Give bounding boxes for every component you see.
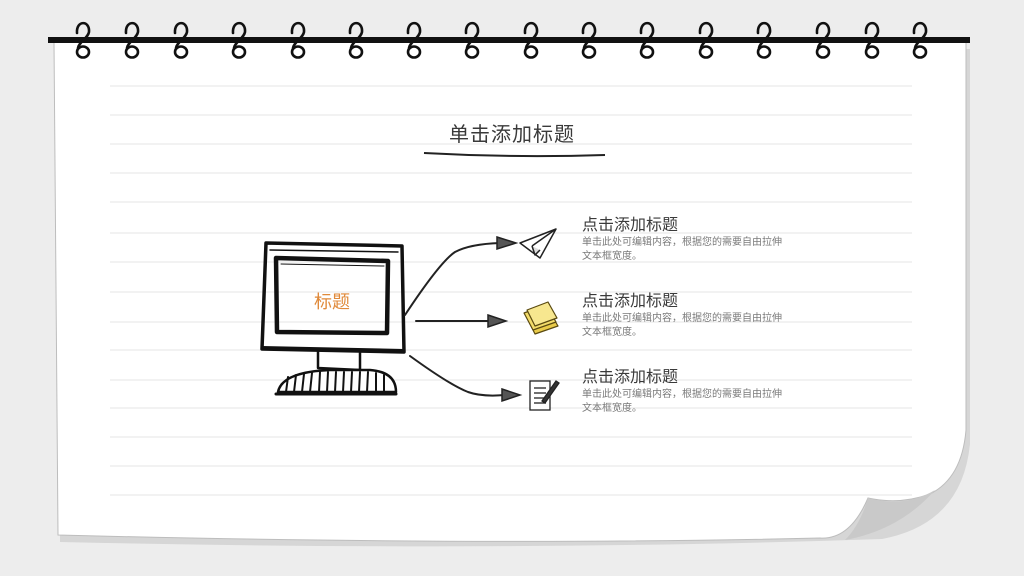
spiral-ring: [290, 21, 306, 50]
item-description[interactable]: 单击此处可编辑内容，根据您的需要自由拉伸文本框宽度。: [582, 313, 782, 338]
spiral-ring: [348, 21, 364, 50]
spiral-ring-hole: [581, 45, 597, 59]
ruled-lines: [110, 85, 912, 496]
list-item: 点击添加标题 单击此处可编辑内容，根据您的需要自由拉伸文本框宽度。: [582, 367, 782, 416]
spiral-ring-hole: [173, 45, 189, 59]
spiral-ring: [231, 21, 247, 50]
spiral-ring: [75, 21, 91, 50]
arrow-head-1: [496, 235, 519, 251]
connector-arrows: [404, 242, 506, 397]
spiral-ring: [912, 21, 928, 50]
spiral-ring-hole: [290, 45, 306, 59]
spiral-ring-hole: [523, 45, 539, 59]
title-underline: [423, 152, 606, 158]
spiral-rings: [75, 21, 928, 59]
item-description[interactable]: 单击此处可编辑内容，根据您的需要自由拉伸文本框宽度。: [582, 389, 782, 414]
spiral-ring: [523, 21, 539, 50]
spiral-ring: [124, 21, 140, 50]
spiral-ring-hole: [698, 45, 714, 59]
spiral-ring-hole: [756, 45, 772, 59]
spiral-ring-hole: [124, 45, 140, 59]
spiral-ring: [406, 21, 422, 50]
arrow-head-2: [487, 313, 509, 329]
spiral-ring-hole: [864, 45, 880, 59]
spiral-ring-hole: [464, 45, 480, 59]
spiral-ring-hole: [348, 45, 364, 59]
spiral-ring: [173, 21, 189, 50]
item-title[interactable]: 点击添加标题: [582, 367, 679, 386]
list-item: 点击添加标题 单击此处可编辑内容，根据您的需要自由拉伸文本框宽度。: [582, 215, 782, 264]
list-item: 点击添加标题 单击此处可编辑内容，根据您的需要自由拉伸文本框宽度。: [582, 291, 782, 340]
spiral-ring: [756, 21, 772, 50]
spiral-ring: [815, 21, 831, 50]
arrow-head-3: [501, 387, 523, 403]
spiral-ring: [698, 21, 714, 50]
spiral-ring-hole: [639, 45, 655, 59]
spiral-ring-hole: [231, 45, 247, 59]
notepad-pencil-icon: [529, 380, 560, 411]
paper-plane-icon: [519, 228, 557, 259]
item-title[interactable]: 点击添加标题: [582, 291, 679, 310]
slide-title[interactable]: 单击添加标题: [449, 122, 575, 146]
sticky-notes-icon: [523, 301, 559, 335]
item-title[interactable]: 点击添加标题: [582, 215, 679, 234]
spiral-ring-hole: [75, 45, 91, 59]
spiral-ring: [464, 21, 480, 50]
spiral-ring: [581, 21, 597, 50]
spiral-ring-hole: [815, 45, 831, 59]
spiral-ring-hole: [912, 45, 928, 59]
monitor-illustration: [260, 241, 406, 396]
spiral-ring: [864, 21, 880, 50]
item-description[interactable]: 单击此处可编辑内容，根据您的需要自由拉伸文本框宽度。: [582, 237, 782, 262]
binding-bar: [48, 37, 970, 43]
spiral-ring-hole: [406, 45, 422, 59]
monitor-screen-label[interactable]: 标题: [314, 292, 350, 313]
spiral-ring: [639, 21, 655, 50]
